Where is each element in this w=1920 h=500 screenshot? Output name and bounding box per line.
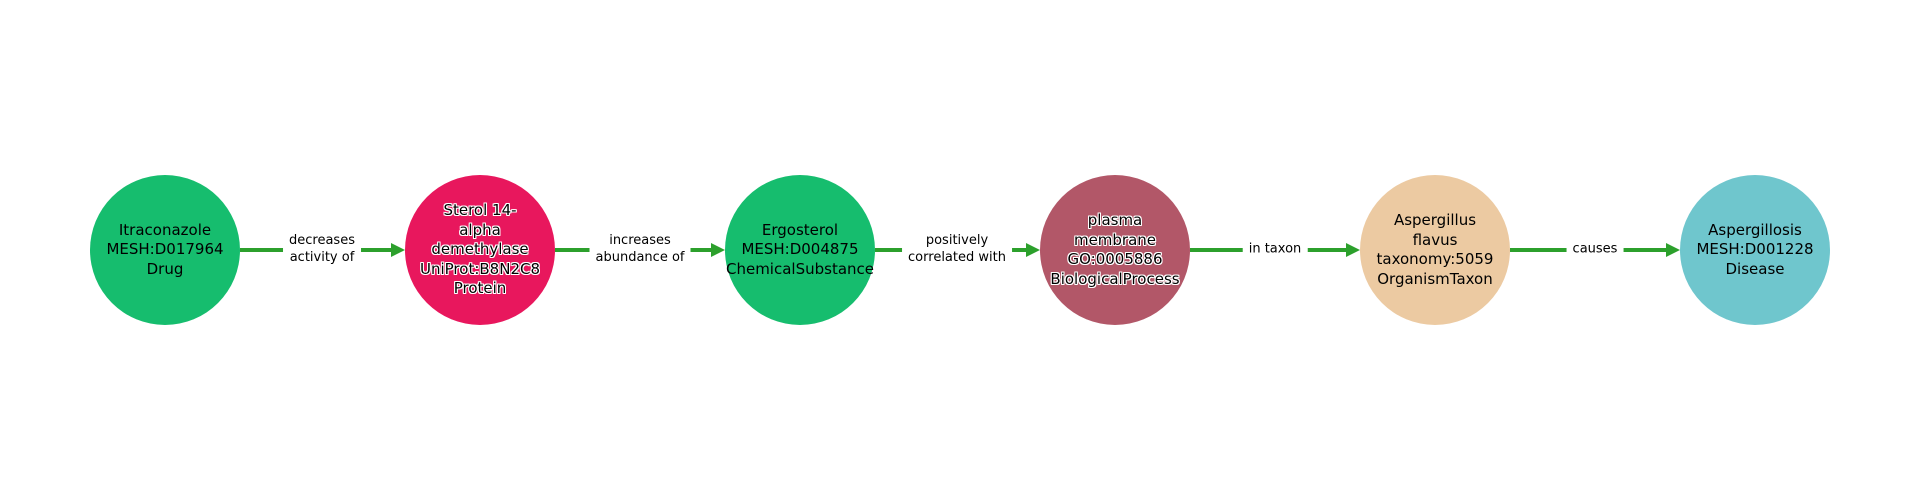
- node-label: Ergosterol MESH:D004875 ChemicalSubstanc…: [725, 220, 874, 278]
- node-ergosterol: Ergosterol MESH:D004875 ChemicalSubstanc…: [725, 175, 875, 325]
- node-sterol-14-alpha-demethylase: Sterol 14- alpha demethylase UniProt:B8N…: [405, 175, 555, 325]
- arrowhead-icon: [391, 243, 405, 257]
- node-label: Aspergillus flavus taxonomy:5059 Organis…: [1376, 211, 1494, 288]
- arrowhead-icon: [711, 243, 725, 257]
- node-plasma-membrane: plasma membrane GO:0005886 BiologicalPro…: [1040, 175, 1190, 325]
- edge-label: decreases activity of: [283, 232, 361, 268]
- edge-label: increases abundance of: [589, 232, 691, 268]
- node-label: plasma membrane GO:0005886 BiologicalPro…: [1050, 211, 1180, 288]
- arrowhead-icon: [1346, 243, 1360, 257]
- edge-label: positively correlated with: [902, 232, 1012, 268]
- node-aspergillus-flavus: Aspergillus flavus taxonomy:5059 Organis…: [1360, 175, 1510, 325]
- node-aspergillosis: Aspergillosis MESH:D001228 Disease: [1680, 175, 1830, 325]
- node-label: Aspergillosis MESH:D001228 Disease: [1696, 220, 1814, 278]
- edge-label: causes: [1566, 240, 1624, 260]
- arrowhead-icon: [1666, 243, 1680, 257]
- edge-label: in taxon: [1242, 240, 1308, 260]
- arrowhead-icon: [1026, 243, 1040, 257]
- node-label: Sterol 14- alpha demethylase UniProt:B8N…: [420, 201, 540, 298]
- node-itraconazole: Itraconazole MESH:D017964 Drug: [90, 175, 240, 325]
- node-label: Itraconazole MESH:D017964 Drug: [106, 220, 224, 278]
